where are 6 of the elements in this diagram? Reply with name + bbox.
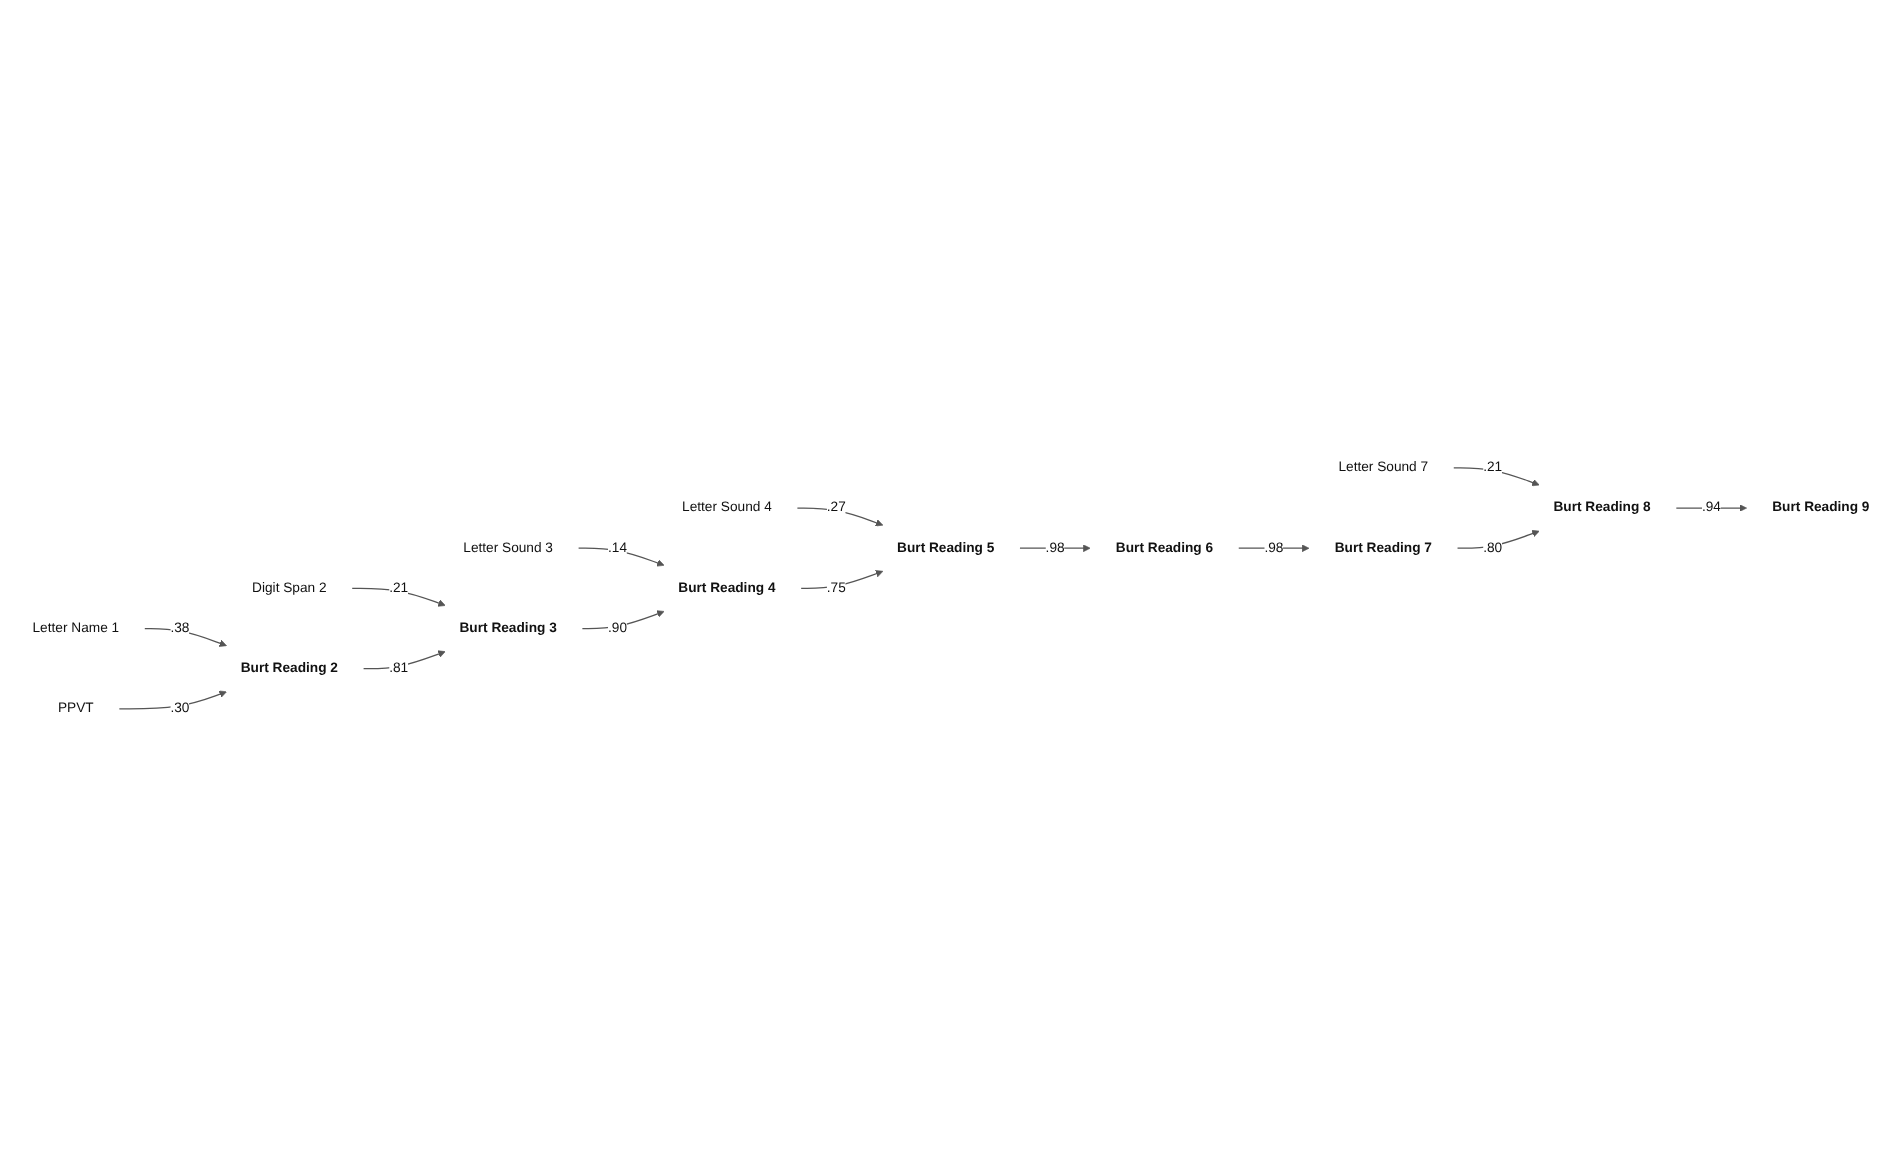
arrow: [118, 690, 227, 710]
arrow: [796, 507, 884, 526]
arrow: [351, 587, 446, 607]
arrow: [1453, 466, 1540, 486]
arrow: [577, 547, 665, 567]
arrow: [800, 569, 884, 589]
